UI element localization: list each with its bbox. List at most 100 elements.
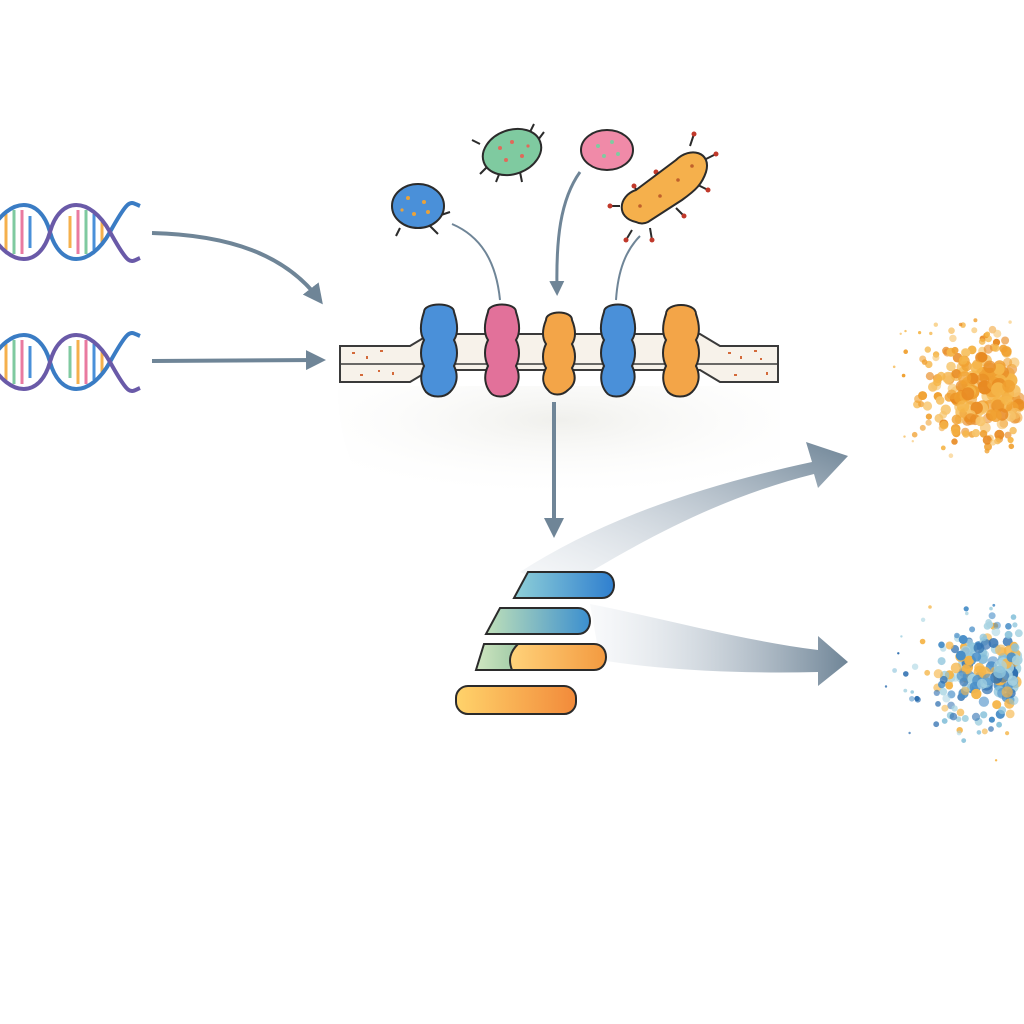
particle [950, 426, 960, 436]
particle [904, 329, 907, 333]
particle [909, 696, 915, 702]
particle [910, 690, 914, 694]
particle [949, 334, 957, 343]
particle [903, 671, 909, 677]
particle [956, 670, 967, 681]
particle [956, 730, 962, 736]
particle [942, 694, 951, 703]
particle [969, 626, 976, 633]
particle [903, 349, 908, 355]
particle [935, 396, 945, 405]
particle [1014, 629, 1023, 638]
particle [978, 696, 990, 707]
particle [951, 438, 958, 445]
particle [951, 414, 962, 425]
particle [1011, 655, 1023, 666]
particle [1008, 320, 1012, 324]
particle [918, 331, 922, 335]
particle [983, 360, 996, 374]
dna-strand-a [0, 200, 141, 261]
connector-rod-microbe [615, 235, 641, 301]
particle [945, 641, 954, 650]
particle [970, 361, 983, 374]
particle [978, 338, 986, 345]
particle [984, 331, 991, 337]
particle [921, 359, 928, 365]
particle [1009, 357, 1020, 368]
particle [996, 418, 1008, 430]
particle [933, 689, 940, 697]
particle [958, 371, 972, 385]
particle [940, 404, 951, 415]
particle [925, 419, 932, 426]
particle [899, 332, 902, 335]
particle [1010, 614, 1017, 620]
bar-4 [455, 685, 577, 715]
particle [976, 730, 982, 735]
beam-to-orange-cloud [520, 442, 848, 590]
particle [1002, 379, 1016, 393]
microbe-orange-rod [607, 131, 719, 243]
particle [1009, 407, 1021, 420]
particle [989, 409, 1002, 422]
particle [971, 688, 982, 700]
dna-rungs [4, 210, 104, 254]
particle [993, 665, 1006, 679]
particle [989, 606, 993, 611]
particle [971, 327, 978, 334]
particle [1004, 431, 1012, 439]
receptor-blue-2 [600, 303, 636, 398]
particle [961, 663, 973, 675]
dna-strand-a [0, 330, 141, 391]
particle [949, 712, 958, 721]
particle [933, 378, 942, 387]
particle [925, 413, 933, 420]
particle [929, 331, 933, 336]
particle [892, 365, 896, 369]
particle [948, 327, 955, 335]
particle [938, 641, 945, 649]
particle [951, 346, 959, 354]
dna-rungs [4, 340, 104, 384]
particle [964, 413, 977, 426]
particle-cloud-blue [884, 603, 1023, 762]
particle [971, 712, 981, 722]
particle [979, 430, 988, 438]
particle [984, 442, 992, 451]
receptor-pink [484, 303, 520, 398]
particle [971, 652, 982, 662]
particle [903, 435, 906, 438]
particle [1003, 357, 1013, 367]
particle [993, 621, 1001, 630]
arrow-dna2-to-membrane [151, 350, 326, 371]
arrow-pink-microbe-to-membrane [549, 171, 582, 296]
particle [911, 431, 918, 438]
particle [918, 401, 925, 408]
particle [979, 633, 988, 642]
particle [1000, 393, 1013, 405]
particle [992, 338, 1001, 346]
particle [999, 344, 1008, 353]
microbe-pink [580, 129, 634, 171]
particle [919, 638, 926, 645]
particle [983, 344, 993, 354]
dna-strand-b [0, 333, 141, 394]
particle [961, 738, 967, 743]
particle [961, 715, 969, 722]
particle [956, 708, 965, 717]
particle [1002, 636, 1013, 647]
particle [1011, 643, 1020, 652]
particle [941, 718, 948, 724]
particle [982, 435, 992, 445]
particle [941, 704, 949, 712]
particle [986, 621, 994, 629]
bar-stack [455, 571, 615, 715]
particle [995, 644, 1007, 656]
particle [961, 387, 975, 401]
particle [965, 611, 969, 616]
particle [1005, 709, 1015, 719]
particle [958, 356, 968, 365]
particle [939, 687, 948, 696]
particle [925, 372, 935, 381]
